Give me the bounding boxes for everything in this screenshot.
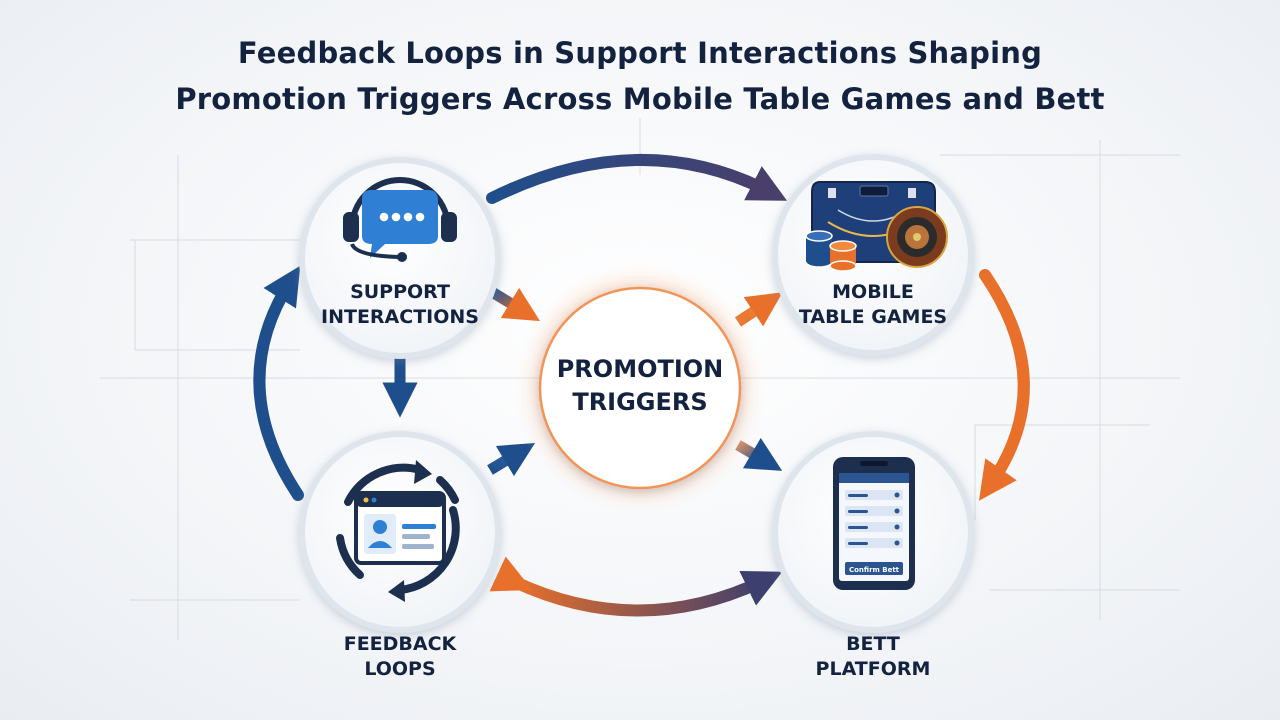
center-label-line-2: TRIGGERS [572,388,708,416]
promotion-triggers-label: PROMOTION TRIGGERS [540,353,740,419]
support-label-line-2: INTERACTIONS [321,306,479,328]
page-title: Feedback Loops in Support Interactions S… [0,30,1280,122]
center-label-line-1: PROMOTION [556,355,724,383]
arrow-support-to-games [486,154,788,204]
mobile-table-games-node [772,154,974,356]
arrow-support-to-center [489,287,541,322]
confirm-bett-button [845,562,903,575]
games-label-line-2: TABLE GAMES [798,306,948,328]
feedback-label-line-2: LOOPS [364,658,436,680]
arrow-feedback-to-support [253,265,304,501]
refresh-profile-window-icon [336,460,460,602]
mobile-betting-app-icon: Confirm Bett [833,457,915,590]
title-line-1: Feedback Loops in Support Interactions S… [237,36,1043,70]
bett-platform-node: Confirm Bett [772,431,974,633]
arrow-games-to-bett [978,269,1030,501]
title-line-2: Promotion Triggers Across Mobile Table G… [175,82,1105,116]
confirm-bett-label: Confirm Bett [849,566,900,574]
bett-label-line-1: BETT [846,633,900,655]
support-interactions-label: SUPPORT INTERACTIONS [300,280,500,330]
mobile-table-games-label: MOBILE TABLE GAMES [773,280,973,330]
feedback-label-line-1: FEEDBACK [343,633,457,655]
support-label-line-1: SUPPORT [350,281,450,303]
promotion-triggers-node [512,260,768,516]
bett-label-line-2: PLATFORM [815,658,931,680]
casino-table-roulette-icon [805,181,948,272]
bett-platform-label: BETT PLATFORM [773,632,973,682]
arrow-bett-feedback-bidirectional [489,556,783,617]
headset-chat-icon [343,177,457,262]
feedback-loops-label: FEEDBACK LOOPS [300,632,500,682]
games-label-line-1: MOBILE [832,281,914,303]
arrow-feedback-to-center [487,442,536,477]
bet-list [845,490,903,548]
feedback-loops-node [299,431,501,633]
support-node [299,157,501,359]
